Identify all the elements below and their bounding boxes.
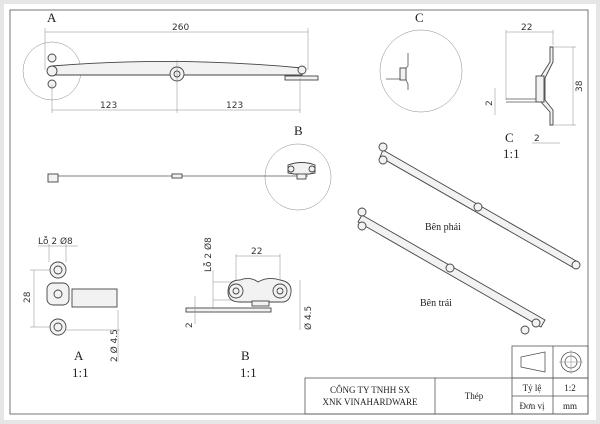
- scale-label: Tỷ lệ: [523, 383, 542, 393]
- unit-value: mm: [563, 401, 577, 411]
- dim-c-width: 22: [521, 23, 532, 33]
- dim-total-length: 260: [172, 23, 189, 33]
- top-view: A 260 123 123: [22, 10, 319, 113]
- dim-a-hole: 2 Ø 4.5: [109, 329, 120, 362]
- isometric-views: Bên phải Bên trái: [357, 142, 581, 335]
- detail-b-title: B: [241, 348, 250, 363]
- dim-left-span: 123: [100, 101, 117, 111]
- detail-c-title: C: [505, 130, 514, 145]
- projection-symbol-side: [520, 351, 546, 373]
- detail-c-marker: C: [415, 10, 424, 25]
- left-side-label: Bên trái: [420, 298, 452, 309]
- dim-b-hole: Ø 4.5: [303, 306, 314, 330]
- scale-value: 1:2: [564, 383, 576, 393]
- title-block: CÔNG TY TNHH SX XNK VINAHARDWARE Thép Tỷ…: [304, 345, 589, 415]
- detail-b-scale: 1:1: [240, 365, 257, 380]
- dim-c-wall: 2: [534, 134, 540, 144]
- unit-label: Đơn vị: [519, 401, 545, 411]
- dim-c-height: 38: [575, 80, 585, 92]
- detail-c-scale: 1:1: [503, 146, 520, 161]
- dim-right-span: 123: [226, 101, 243, 111]
- dim-b-thickness: 2: [185, 322, 195, 328]
- dim-c-thickness: 2: [485, 100, 495, 106]
- drawing-frame: [9, 9, 589, 415]
- company-name-line2: XNK VINAHARDWARE: [322, 397, 418, 407]
- detail-b: Lỗ 2 Ø8 22 2 Ø 4.5 B 1:1: [185, 237, 314, 380]
- dim-b-width: 22: [251, 247, 262, 257]
- right-side-label: Bên phải: [425, 222, 461, 233]
- dim-a-height: 28: [23, 291, 33, 303]
- detail-a-hole-label: Lỗ 2 Ø8: [38, 236, 73, 247]
- detail-a-scale: 1:1: [72, 365, 89, 380]
- detail-b-circle: [264, 143, 332, 211]
- company-name-line1: CÔNG TY TNHH SX: [330, 385, 411, 395]
- detail-b-marker: B: [294, 123, 303, 138]
- detail-a: Lỗ 2 Ø8 28 2 Ø 4.5 A 1:1: [23, 236, 120, 380]
- detail-b-hole-label: Lỗ 2 Ø8: [203, 237, 214, 272]
- projection-symbol-front: [559, 350, 583, 374]
- detail-c: C 22 38 2 2 C 1:1: [379, 10, 585, 161]
- side-view: B: [47, 123, 332, 211]
- detail-a-title: A: [74, 348, 84, 363]
- material-value: Thép: [465, 391, 484, 401]
- detail-a-marker: A: [47, 10, 57, 25]
